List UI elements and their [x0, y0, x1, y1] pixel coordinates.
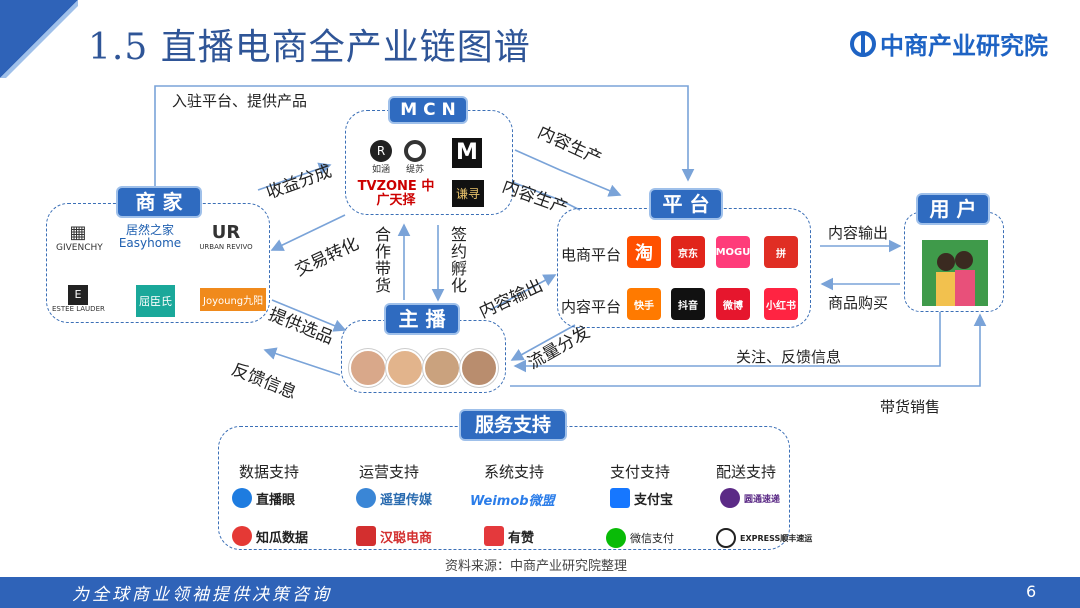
platform-header: 平 台: [651, 190, 721, 218]
brand-logo: 中商产业研究院: [850, 26, 1048, 61]
source-note: 资料来源：中商产业研究院整理: [445, 559, 628, 574]
logo-yaowang: 遥望传媒: [356, 488, 432, 508]
mcn-logo-qianxun: 谦寻: [452, 180, 485, 207]
merchant-logo-easyhome: 居然之家 Easyhome: [118, 223, 182, 250]
footer-bar: [0, 577, 1080, 608]
yto-icon: [720, 488, 740, 508]
app-kuaishou-icon: 快手: [627, 288, 661, 320]
mcn-logo-ruhan: R 如涵: [370, 140, 392, 175]
arrow-revenue-share: [257, 162, 332, 191]
app-taobao-icon: 淘: [627, 236, 661, 268]
streamer-avatar-2: [386, 349, 424, 387]
logo-zhigua: 知瓜数据: [232, 526, 308, 546]
merchant-logo-givenchy: ▦GIVENCHY: [56, 222, 103, 253]
logo-zhiboyan: 直播眼: [232, 488, 295, 508]
merchant-logo-joyoung: Joyoung九阳: [200, 288, 267, 311]
arrow-settle-platform: [154, 85, 695, 200]
app-jd-icon: 京东: [671, 236, 705, 268]
app-douyin-icon: 抖音: [671, 288, 705, 320]
alipay-icon: [610, 488, 630, 508]
app-xiaohongshu-icon: 小红书: [764, 288, 798, 320]
arrow-traffic: [510, 324, 576, 361]
mcn-header: M C N: [390, 98, 466, 122]
user-illustration: [922, 240, 988, 306]
hancong-icon: [356, 526, 376, 546]
arrow-content-production-1: [514, 149, 622, 197]
label-follow-feedback: 关注、反馈信息: [736, 348, 842, 366]
sf-icon: [716, 528, 736, 548]
merchant-logo-watsons: 屈臣氏: [136, 285, 175, 317]
app-mogu-icon: MOGU: [716, 236, 750, 268]
label-selling-sales: 带货销售: [880, 398, 941, 416]
mcn-logo-tisu: 缇苏: [404, 140, 426, 175]
merchant-logo-estee: E ESTEE LAUDER: [52, 285, 105, 313]
wechatpay-icon: [606, 528, 626, 548]
streamer-avatar-1: [349, 349, 387, 387]
label-cooperation-selling: 合作带货: [374, 225, 391, 295]
arrow-streamer-content-output: [489, 274, 557, 311]
brand-mark-icon: [850, 30, 876, 57]
user-header: 用 户: [918, 195, 988, 223]
page-number: 6: [1026, 582, 1037, 601]
zhiboyan-icon: [232, 488, 252, 508]
service-payment-label: 支付支持: [610, 463, 671, 481]
service-header: 服务支持: [461, 411, 565, 439]
arrow-selling: [510, 313, 987, 387]
yaowang-icon: [356, 488, 376, 508]
label-user-content-output: 内容输出: [828, 224, 889, 242]
arrow-provide-selection: [271, 299, 347, 332]
youzan-icon: [484, 526, 504, 546]
logo-weimob: Weimob微盟: [470, 494, 555, 509]
service-ops-label: 运营支持: [359, 463, 420, 481]
logo-sf: EXPRESS顺丰速运: [716, 528, 812, 548]
app-pinduoduo-icon: 拼: [764, 236, 798, 268]
logo-alipay: 支付宝: [610, 488, 673, 508]
logo-wechatpay: 微信支付: [606, 528, 674, 548]
merchant-header: 商 家: [118, 188, 200, 216]
arrow-feedback: [263, 347, 341, 376]
users-image-icon: [936, 251, 975, 306]
arrow-follow-feedback: [513, 312, 941, 373]
streamer-header: 主 播: [386, 305, 458, 333]
service-data-label: 数据支持: [239, 463, 300, 481]
mcn-logo-m: M: [452, 138, 482, 168]
app-weibo-icon: 微博: [716, 288, 750, 320]
footer-slogan: 为全球商业领袖提供决策咨询: [72, 585, 332, 605]
content-label: 内容平台: [561, 298, 622, 316]
arrow-transaction-conversion: [270, 214, 346, 251]
ecommerce-label: 电商平台: [561, 246, 622, 264]
zhigua-icon: [232, 526, 252, 546]
streamer-avatar-4: [460, 349, 498, 387]
label-sign-incubate: 签约孵化: [450, 225, 467, 295]
corner-decoration: [0, 0, 78, 78]
label-product-purchase: 商品购买: [828, 294, 889, 312]
service-delivery-label: 配送支持: [716, 463, 777, 481]
logo-hancong: 汉聪电商: [356, 526, 432, 546]
brand-name: 中商产业研究院: [880, 32, 1048, 60]
streamer-avatar-3: [423, 349, 461, 387]
logo-yto: 圆通速递: [720, 488, 780, 508]
mcn-logo-tvzone: TVZONE 中广天择: [357, 179, 435, 208]
page-title: 1.5 直播电商全产业链图谱: [88, 27, 531, 68]
logo-youzan: 有赞: [484, 526, 534, 546]
service-system-label: 系统支持: [484, 463, 545, 481]
arrow-content-production-2: [511, 181, 581, 211]
label-settle-platform: 入驻平台、提供产品: [172, 92, 308, 110]
